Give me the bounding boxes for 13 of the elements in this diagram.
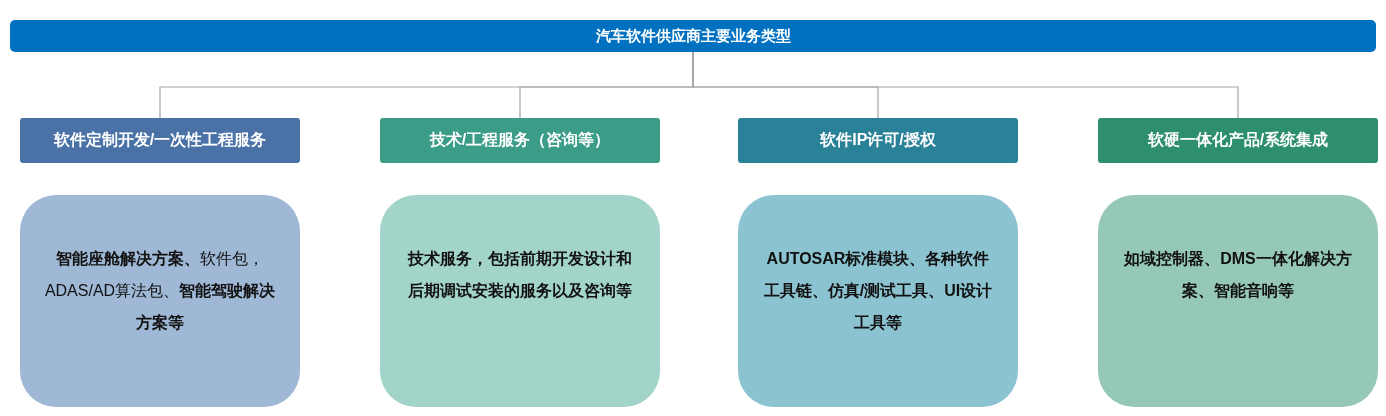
category-box: 软件IP许可/授权 bbox=[738, 118, 1018, 163]
category-box: 技术/工程服务（咨询等） bbox=[380, 118, 660, 163]
description-text: 如域控制器、DMS一体化解决方案、智能音响等 bbox=[1123, 249, 1353, 301]
description-card bbox=[738, 195, 1018, 407]
description-card bbox=[380, 195, 660, 407]
title-bar: 汽车软件供应商主要业务类型 bbox=[10, 20, 1376, 52]
description-text: 技术服务，包括前期开发设计和后期调试安装的服务以及咨询等 bbox=[406, 249, 633, 301]
description-card bbox=[20, 195, 300, 407]
category-box: 软硬一体化产品/系统集成 bbox=[1098, 118, 1378, 163]
description-text: AUTOSAR标准模块、各种软件工具链、仿真/测试工具、UI设计工具等 bbox=[762, 249, 994, 333]
category-box: 软件定制开发/一次性工程服务 bbox=[20, 118, 300, 163]
description-text: 智能座舱解决方案、软件包，ADAS/AD算法包、智能驾驶解决方案等 bbox=[44, 249, 276, 333]
description-card bbox=[1098, 195, 1378, 407]
